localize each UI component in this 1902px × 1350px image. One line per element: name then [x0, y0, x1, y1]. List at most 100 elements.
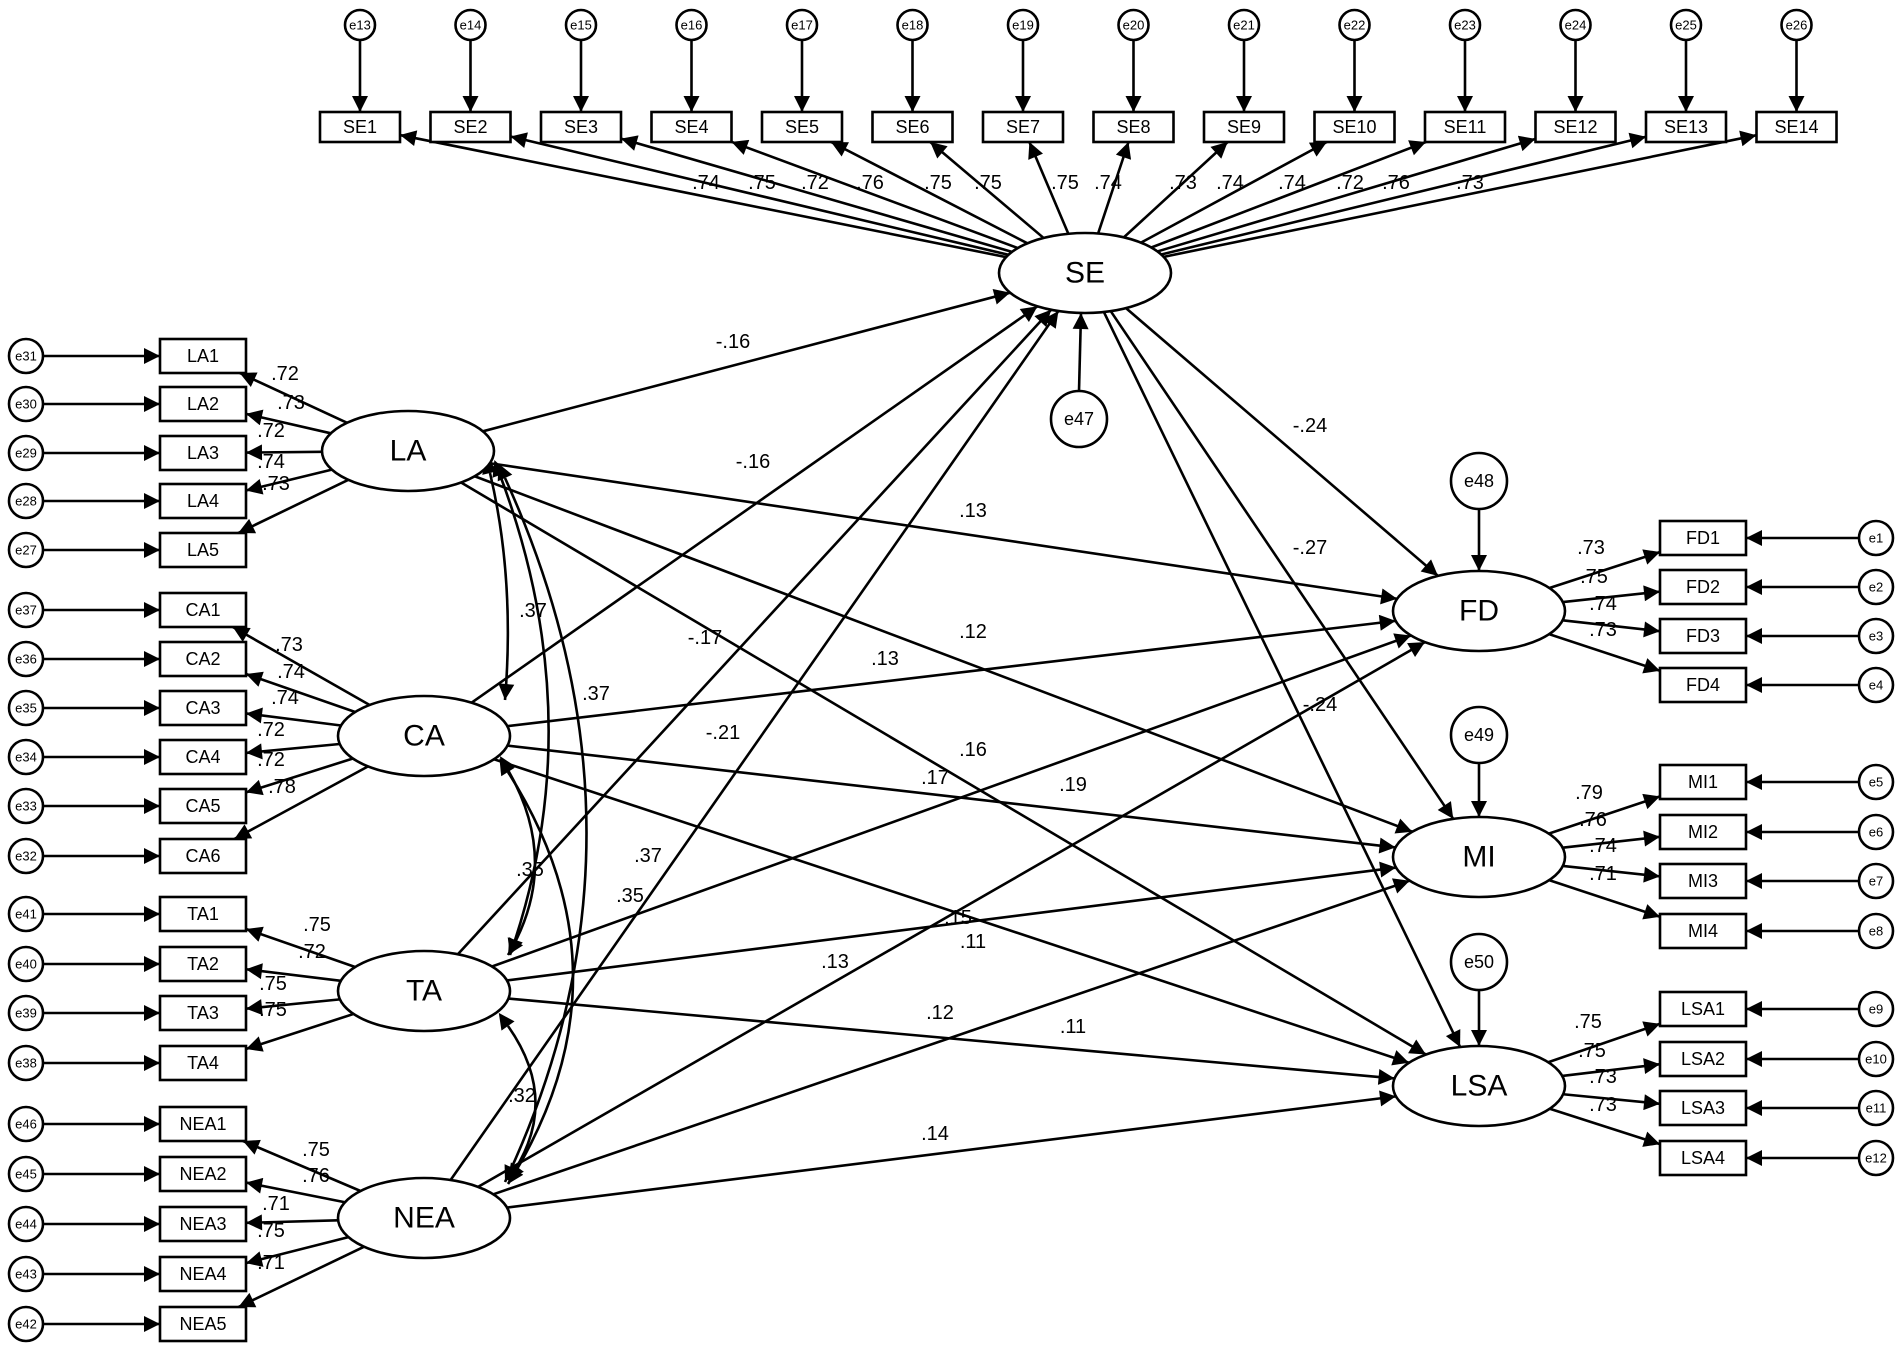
- loading-arrow: [245, 757, 354, 796]
- path-coef-la-mi: .12: [959, 621, 987, 643]
- ta-indicator-box: [158, 994, 248, 1032]
- error-term-label: e30: [15, 397, 37, 412]
- nea-indicator-box: [158, 1255, 248, 1293]
- error-term-circle: [1669, 8, 1703, 42]
- ca-indicator-label: CA1: [185, 600, 220, 620]
- path-nea-se: [449, 310, 1060, 1181]
- error-term-circle: [1857, 912, 1895, 950]
- loading-arrow: [245, 963, 341, 983]
- error-term-circle: [1857, 813, 1895, 851]
- error-term-label: e41: [15, 907, 37, 922]
- loading-label: .74: [1589, 593, 1617, 615]
- loading-arrow: [1562, 585, 1661, 604]
- fd-indicator-box: [1658, 568, 1748, 606]
- latent-label-fd: FD: [1459, 595, 1499, 628]
- loading-label: .75: [259, 973, 287, 995]
- loading-arrow: [1163, 130, 1757, 259]
- loading-label: .74: [257, 451, 285, 473]
- error-term-circle: [1227, 8, 1261, 42]
- loading-arrow: [1562, 1058, 1661, 1078]
- mi-indicator-box: [1658, 813, 1748, 851]
- loading-label: .73: [1577, 537, 1605, 559]
- la-indicator-box: [158, 337, 248, 375]
- lsa-indicator-label: LSA3: [1681, 1098, 1725, 1118]
- error-term-circle: [7, 895, 45, 933]
- loading-label: .76: [1579, 809, 1607, 831]
- se-indicator-label: SE14: [1774, 117, 1818, 137]
- se-indicator-label: SE9: [1227, 117, 1261, 137]
- error-term-label: e15: [570, 18, 592, 33]
- error-term-label: e46: [15, 1117, 37, 1132]
- path-la-fd: [489, 461, 1398, 605]
- corr-ca-nea: [499, 758, 575, 1185]
- error-term-label: e28: [15, 494, 37, 509]
- la-indicator-box: [158, 482, 248, 520]
- la-indicator-label: LA1: [187, 346, 219, 366]
- path-coef-nea-lsa: .14: [921, 1123, 949, 1145]
- error-term-label: e12: [1865, 1151, 1887, 1166]
- error-term-circle: [7, 434, 45, 472]
- path-coef-ta-se: -.17: [688, 627, 722, 649]
- corr-la-ca: [482, 457, 515, 701]
- error-term-label: e17: [791, 18, 813, 33]
- error-term-circle: [7, 837, 45, 875]
- path-coef-la-fd: .13: [959, 500, 987, 522]
- se-indicator-box: [539, 110, 623, 144]
- loading-arrow: [232, 625, 371, 707]
- loading-label: .76: [1382, 172, 1410, 194]
- loading-arrow: [245, 444, 323, 461]
- error-term-circle: [7, 787, 45, 825]
- corr-ta-nea: [498, 1012, 537, 1181]
- error-term-label: e36: [15, 652, 37, 667]
- nea-indicator-label: NEA2: [179, 1164, 226, 1184]
- se-indicator-label: SE13: [1664, 117, 1708, 137]
- latent-ta: [336, 949, 512, 1033]
- nea-indicator-box: [158, 1305, 248, 1343]
- loading-label: .75: [974, 172, 1002, 194]
- disturbance-circle: [1449, 705, 1509, 765]
- loading-label: .75: [302, 1139, 330, 1161]
- loading-arrow: [237, 478, 349, 535]
- path-ta-mi: [506, 861, 1397, 982]
- error-term-circle: [1857, 1089, 1895, 1127]
- error-term-circle: [1857, 1139, 1895, 1177]
- corr-coef-ca-nea: .35: [616, 885, 644, 907]
- path-se-mi: [1109, 310, 1455, 820]
- error-term-label: e29: [15, 446, 37, 461]
- latent-mi: [1391, 815, 1567, 899]
- se-indicator-box: [650, 110, 733, 144]
- loading-label: .74: [277, 661, 305, 683]
- nea-indicator-label: NEA1: [179, 1114, 226, 1134]
- error-term-circle: [1857, 568, 1895, 606]
- path-coef-nea-se: -.21: [706, 722, 740, 744]
- error-term-label: e25: [1675, 18, 1697, 33]
- ca-indicator-label: CA4: [185, 747, 220, 767]
- lsa-indicator-box: [1658, 1089, 1748, 1127]
- loading-arrow: [245, 1214, 339, 1231]
- se-indicator-box: [1313, 110, 1396, 144]
- error-term-circle: [1006, 8, 1040, 42]
- mi-indicator-label: MI4: [1688, 921, 1718, 941]
- loading-label: .75: [924, 172, 952, 194]
- se-indicator-box: [429, 110, 512, 144]
- path-la-lsa: [460, 481, 1427, 1056]
- path-coef-se-fd: -.24: [1293, 415, 1327, 437]
- la-indicator-label: LA3: [187, 443, 219, 463]
- loading-label: .74: [1278, 172, 1306, 194]
- fd-indicator-label: FD4: [1686, 675, 1720, 695]
- error-term-circle: [896, 8, 929, 42]
- error-term-label: e16: [681, 18, 703, 33]
- error-term-circle: [7, 738, 45, 776]
- fd-indicator-label: FD1: [1686, 528, 1720, 548]
- loading-arrow: [1157, 135, 1536, 253]
- ta-indicator-box: [158, 1044, 248, 1082]
- loading-label: .74: [692, 172, 720, 194]
- se-indicator-label: SE5: [785, 117, 819, 137]
- error-term-label: e4: [1869, 678, 1883, 693]
- error-term-circle: [1857, 666, 1895, 704]
- error-term-circle: [7, 640, 45, 678]
- loading-arrow: [245, 468, 333, 495]
- corr-coef-la-ta: .37: [582, 683, 610, 705]
- error-term-circle: [1857, 862, 1895, 900]
- path-se-fd: [1125, 307, 1439, 577]
